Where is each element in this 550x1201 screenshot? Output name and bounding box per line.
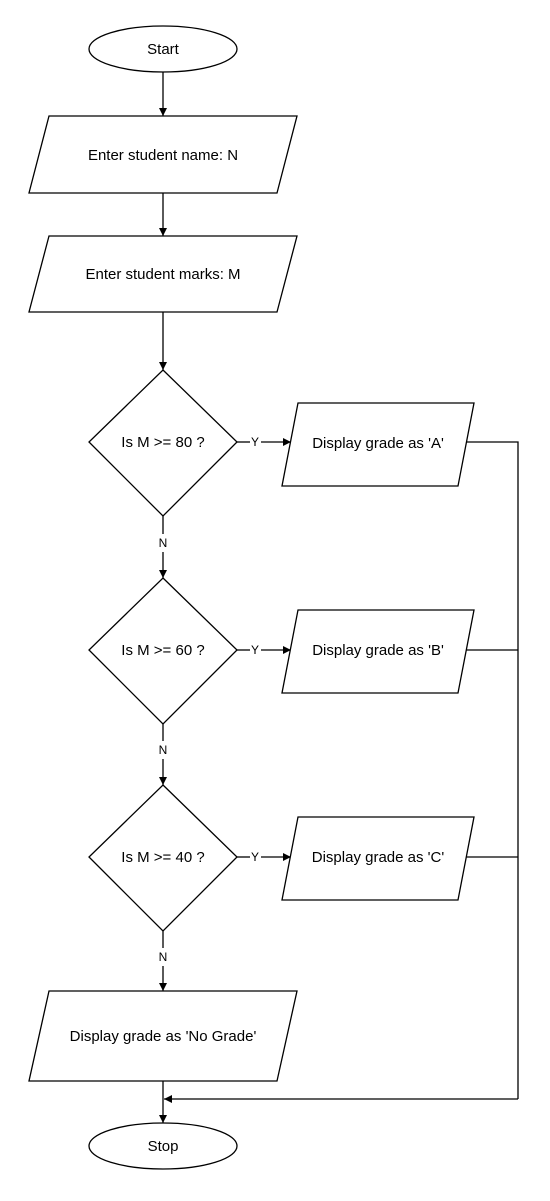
merge-line-a (466, 441, 519, 1099)
yes-label-60: Y (251, 643, 259, 657)
no-grade-node: Display grade as 'No Grade' (28, 990, 298, 1082)
stop-label: Stop (148, 1138, 179, 1155)
yes-label-80: Y (251, 435, 259, 449)
grade-a-node: Display grade as 'A' (281, 402, 475, 487)
no-label-80: N (159, 536, 168, 550)
start-terminal: Start (88, 25, 238, 73)
grade-c-node: Display grade as 'C' (281, 816, 475, 901)
start-label: Start (147, 41, 180, 58)
no-grade-label: Display grade as 'No Grade' (70, 1028, 257, 1045)
decision-80-node: Is M >= 80 ? (88, 369, 238, 517)
decision-40-label: Is M >= 40 ? (121, 849, 204, 866)
input-name-node: Enter student name: N (28, 115, 298, 194)
grade-b-label: Display grade as 'B' (312, 642, 444, 659)
no-label-40: N (159, 950, 168, 964)
stop-terminal: Stop (88, 1122, 238, 1170)
yes-label-40: Y (251, 850, 259, 864)
grade-c-label: Display grade as 'C' (312, 849, 445, 866)
input-marks-node: Enter student marks: M (28, 235, 298, 313)
decision-80-label: Is M >= 80 ? (121, 434, 204, 451)
decision-40-node: Is M >= 40 ? (88, 784, 238, 932)
grade-a-label: Display grade as 'A' (312, 435, 444, 452)
decision-60-label: Is M >= 60 ? (121, 642, 204, 659)
grade-b-node: Display grade as 'B' (281, 609, 475, 694)
decision-60-node: Is M >= 60 ? (88, 577, 238, 725)
input-marks-label: Enter student marks: M (85, 266, 240, 283)
no-label-60: N (159, 743, 168, 757)
input-name-label: Enter student name: N (88, 147, 238, 164)
